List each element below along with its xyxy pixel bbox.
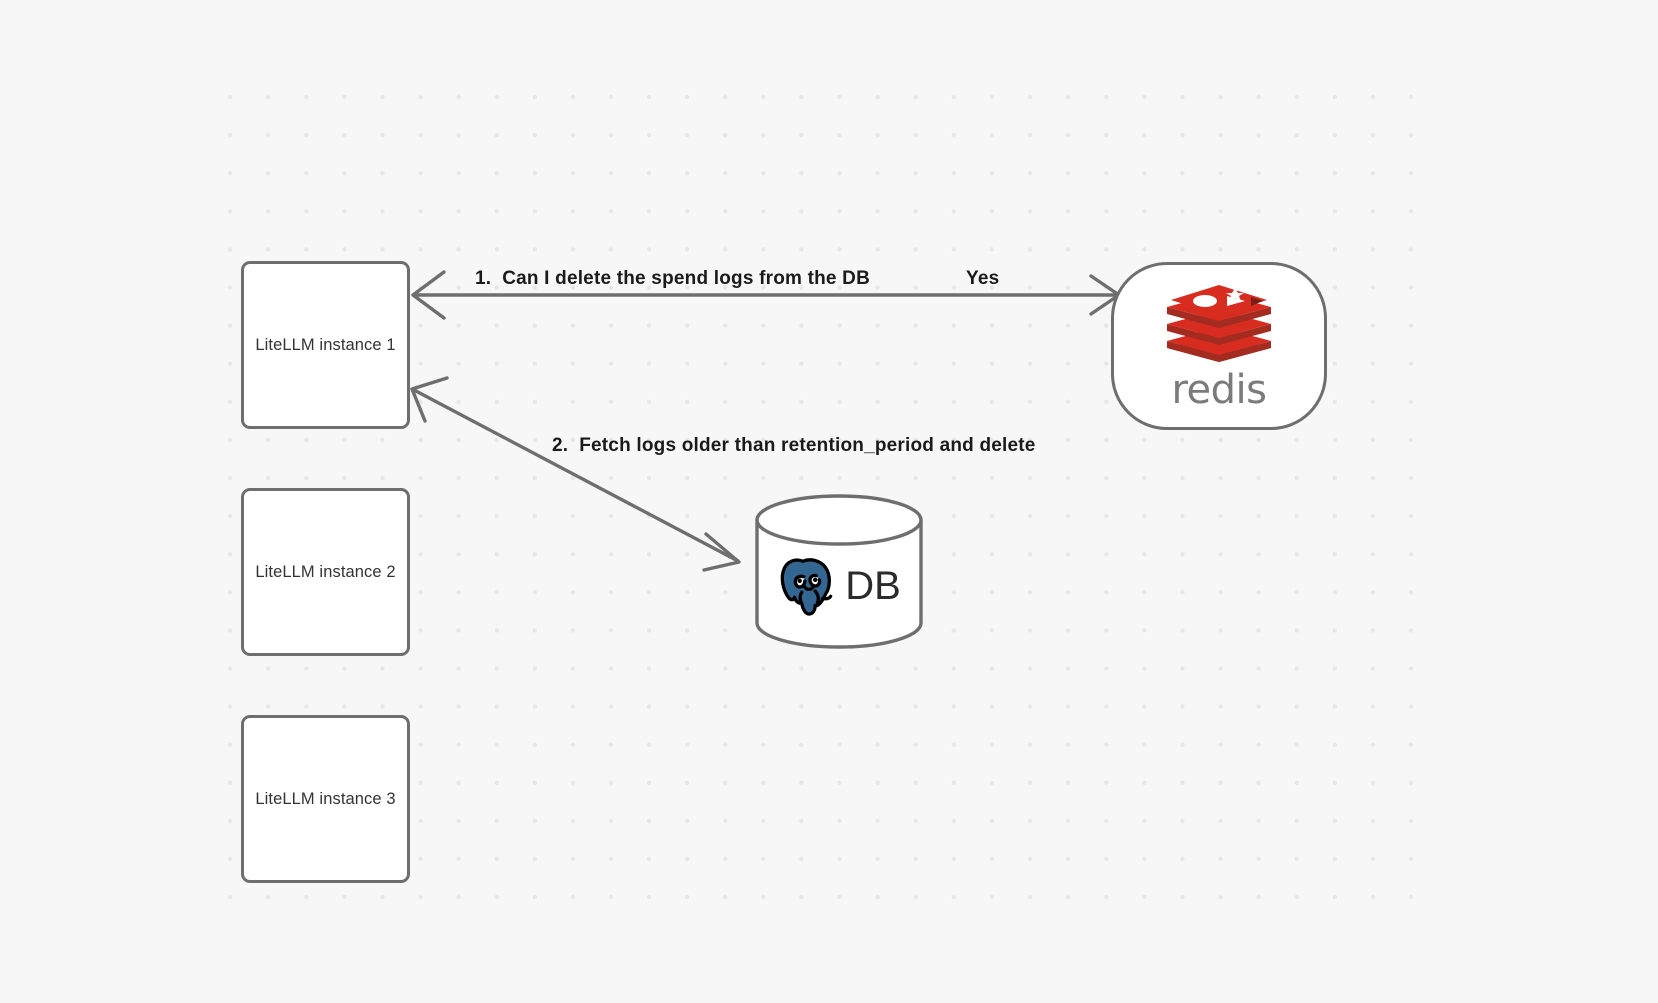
- arrowhead-left: [411, 270, 446, 320]
- edge-litellm1-db: [410, 376, 741, 572]
- edge-label-step-1: 1. Can I delete the spend logs from the …: [475, 268, 870, 289]
- node-label: LiteLLM instance 2: [255, 562, 396, 581]
- node-database[interactable]: DB: [754, 494, 924, 649]
- db-label: DB: [845, 564, 901, 608]
- postgresql-elephant-icon: [780, 558, 833, 616]
- edge-label-step-2: 2. Fetch logs older than retention_perio…: [552, 435, 1036, 456]
- db-logo-group: DB: [754, 546, 924, 626]
- cylinder-shape: [755, 494, 923, 649]
- arrowhead-lower-right: [702, 532, 741, 572]
- node-litellm-instance-2[interactable]: LiteLLM instance 2: [241, 488, 410, 656]
- node-litellm-instance-3[interactable]: LiteLLM instance 3: [241, 715, 410, 883]
- redis-logo-icon: [1167, 285, 1271, 362]
- edge-label-step-1-reply: Yes: [966, 268, 1000, 289]
- redis-logo-group: redis: [1163, 284, 1275, 410]
- node-redis[interactable]: redis: [1111, 262, 1327, 430]
- redis-wordmark: redis: [1171, 367, 1267, 413]
- node-litellm-instance-1[interactable]: LiteLLM instance 1: [241, 261, 410, 429]
- arrowhead-upper-left: [410, 376, 449, 423]
- node-label: LiteLLM instance 1: [255, 335, 396, 354]
- node-label: LiteLLM instance 3: [255, 789, 396, 808]
- edge-line: [413, 388, 739, 563]
